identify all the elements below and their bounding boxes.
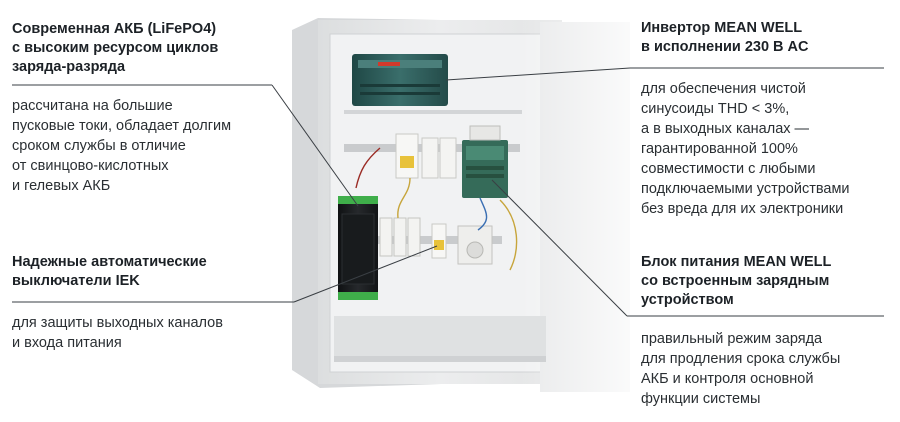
body-line: для продления срока службы: [641, 351, 841, 367]
battery-unit: [338, 196, 378, 300]
callout-battery-body: рассчитана на большие пусковые токи, обл…: [12, 96, 231, 196]
callout-breakers: Надежные автоматические выключатели IEK …: [12, 253, 282, 351]
wiring: [355, 147, 518, 271]
body-line: для обеспечения чистой: [641, 81, 806, 97]
body-line: совместимости с любыми: [641, 161, 816, 177]
heading-line: со встроенным зарядным: [641, 273, 830, 289]
callout-psu-body: правильный режим заряда для продления ср…: [641, 329, 840, 409]
body-line: сроком службы в отличие: [12, 138, 186, 154]
callout-battery: Современная АКБ (LiFePO4) с высоким ресу…: [12, 20, 282, 194]
body-line: подключаемыми устройствами: [641, 181, 850, 197]
callout-battery-heading: Современная АКБ (LiFePO4) с высоким ресу…: [12, 20, 282, 77]
psu-unit: [462, 125, 508, 198]
body-line: функции системы: [641, 391, 761, 407]
callout-psu: Блок питания MEAN WELL со встроенным зар…: [641, 253, 896, 407]
body-line: и гелевых АКБ: [12, 178, 111, 194]
body-line: а в выходных каналах —: [641, 121, 810, 137]
heading-line: выключатели IEK: [12, 273, 140, 289]
body-line: без вреда для их электроники: [641, 201, 844, 217]
callout-inverter-heading: Инвертор MEAN WELL в исполнении 230 В AC: [641, 19, 896, 57]
body-line: от свинцово-кислотных: [12, 158, 169, 174]
body-line: и входа питания: [12, 335, 122, 351]
callout-breakers-body: для защиты выходных каналов и входа пита…: [12, 313, 223, 353]
body-line: для защиты выходных каналов: [12, 315, 223, 331]
breaker-modules-top: [395, 133, 457, 179]
heading-line: заряда-разряда: [12, 59, 126, 75]
body-line: гарантированной 100%: [641, 141, 798, 157]
leader-lines: [12, 67, 884, 317]
callout-inverter-body: для обеспечения чистой синусоиды THD < 3…: [641, 79, 850, 219]
body-line: правильный режим заряда: [641, 331, 823, 347]
callout-breakers-heading: Надежные автоматические выключатели IEK: [12, 253, 282, 291]
body-line: АКБ и контроля основной: [641, 371, 814, 387]
heading-line: с высоким ресурсом циклов: [12, 40, 219, 56]
callout-inverter: Инвертор MEAN WELL в исполнении 230 В AC…: [641, 19, 896, 217]
heading-line: в исполнении 230 В AC: [641, 39, 809, 55]
heading-line: Современная АКБ (LiFePO4): [12, 21, 217, 37]
body-line: синусоиды THD < 3%,: [641, 101, 790, 117]
heading-line: Надежные автоматические: [12, 254, 207, 270]
body-line: пусковые токи, обладает долгим: [12, 118, 232, 134]
heading-line: устройством: [641, 292, 734, 308]
body-line: рассчитана на большие: [12, 98, 173, 114]
heading-line: Блок питания MEAN WELL: [641, 254, 832, 270]
heading-line: Инвертор MEAN WELL: [641, 20, 803, 36]
inverter-unit: [352, 54, 448, 106]
breaker-modules-bottom: [379, 217, 493, 265]
callout-psu-heading: Блок питания MEAN WELL со встроенным зар…: [641, 253, 896, 310]
